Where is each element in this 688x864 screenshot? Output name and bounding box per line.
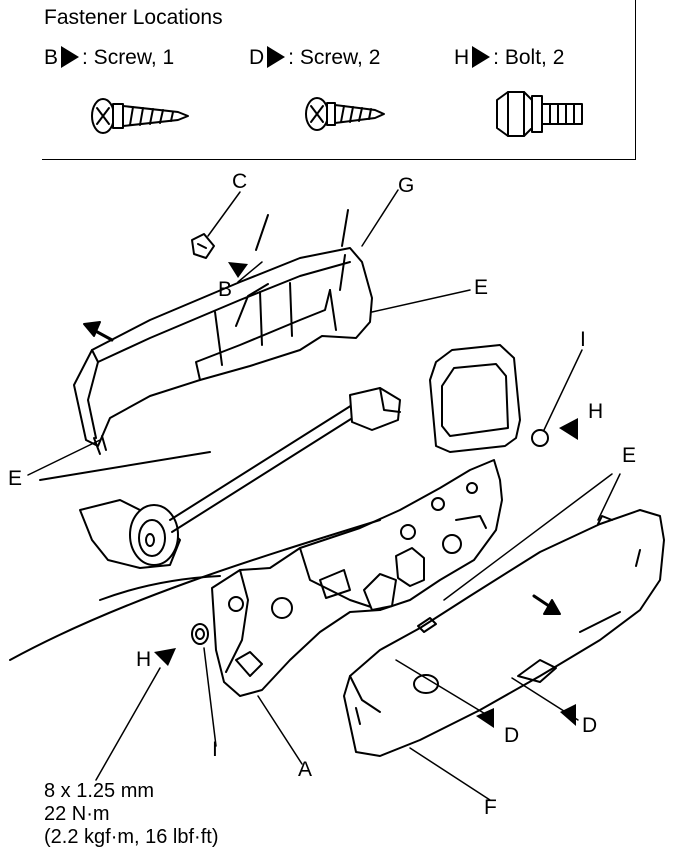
- marker-b-icon: [228, 262, 248, 278]
- callout-d-left: D: [504, 724, 520, 747]
- marker-h-icon: [559, 418, 578, 440]
- legend-letter-h: H: [454, 46, 470, 69]
- callout-h-right: H: [588, 400, 604, 423]
- guide-line: [99, 575, 221, 601]
- callout-e-left: E: [8, 467, 23, 490]
- guide-line: [9, 519, 381, 661]
- legend-title: Fastener Locations: [44, 6, 223, 29]
- bolt-h-icon: [496, 91, 583, 137]
- leader-lines: [27, 189, 621, 801]
- callout-c: C: [232, 170, 248, 193]
- guide-line: [39, 451, 211, 481]
- arrow-marker-icon: [61, 46, 80, 68]
- callout-d-right: D: [582, 714, 598, 737]
- legend-item-d: D : Screw, 2: [249, 46, 380, 70]
- torque-nm: 22 N·m: [44, 803, 110, 825]
- legend-desc-d: : Screw, 2: [288, 46, 381, 69]
- legend-letter-b: B: [44, 46, 59, 69]
- guide-line: [341, 209, 349, 247]
- bushing-i-left: [191, 623, 209, 645]
- screw-d-icon: [305, 97, 385, 131]
- legend-letter-d: D: [249, 46, 265, 69]
- callout-i-left: I: [212, 738, 218, 761]
- marker-d-icon: [560, 704, 576, 726]
- marker-d-icon: [476, 708, 494, 728]
- removal-arrow-icon: [532, 594, 561, 615]
- fastener-markers: [154, 262, 578, 728]
- seat-frame: [79, 344, 521, 569]
- legend-item-h: H : Bolt, 2: [454, 46, 564, 70]
- torque-spec: 8 x 1.25 mm 22 N·m (2.2 kgf·m, 16 lbf·ft…: [44, 780, 219, 849]
- legend-desc-b: : Screw, 1: [82, 46, 175, 69]
- callout-a: A: [298, 758, 313, 781]
- upper-trim-cover: [73, 247, 373, 455]
- guide-line: [255, 214, 269, 251]
- outer-side-panel: [343, 509, 665, 757]
- torque-alt: (2.2 kgf·m, 16 lbf·ft): [44, 826, 219, 848]
- callout-e-upper: E: [474, 276, 489, 299]
- callout-i-right: I: [580, 328, 586, 351]
- arrow-marker-icon: [472, 46, 491, 68]
- callout-g: G: [398, 174, 415, 197]
- callout-e-right: E: [622, 444, 637, 467]
- legend-desc-h: : Bolt, 2: [493, 46, 565, 69]
- removal-arrow-icon: [83, 321, 114, 342]
- legend-item-b: B : Screw, 1: [44, 46, 174, 70]
- marker-h-icon: [154, 648, 176, 666]
- torque-size: 8 x 1.25 mm: [44, 780, 155, 802]
- clip-c-icon: [191, 233, 215, 259]
- callout-b: B: [218, 278, 233, 301]
- bushing-i-right: [531, 429, 549, 447]
- arrow-marker-icon: [267, 46, 286, 68]
- screw-b-icon: [91, 98, 189, 134]
- legend-box: [42, 0, 636, 160]
- mechanism-plate: [211, 459, 503, 697]
- callout-f: F: [484, 796, 497, 819]
- callout-h-left: H: [136, 648, 152, 671]
